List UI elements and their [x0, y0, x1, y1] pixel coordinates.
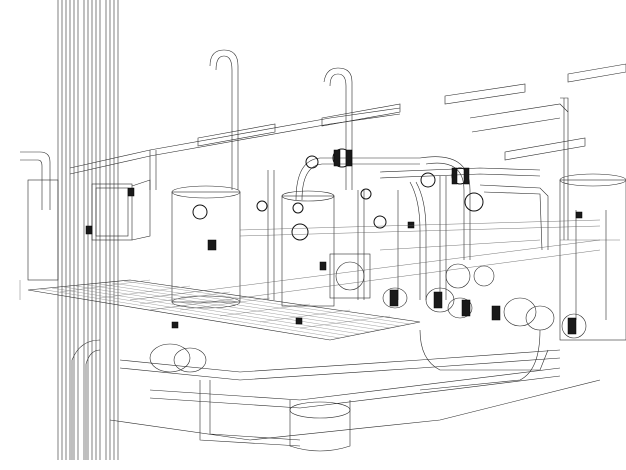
- valves: [85, 148, 583, 335]
- riser-pipes: [267, 156, 549, 300]
- grating-platform: [27, 279, 421, 341]
- right-tank: [559, 173, 626, 341]
- gooseneck-vent-left: [209, 49, 239, 190]
- lower-pipes: [71, 329, 601, 460]
- pump-assemblies: [149, 263, 587, 373]
- vertical-pipe-bundle: [57, 0, 119, 460]
- support-frame: [19, 219, 620, 311]
- central-tank-middle: [281, 190, 371, 307]
- left-elbow-pipe: [20, 151, 51, 210]
- left-equipment: [27, 179, 151, 281]
- overhead-pipes: [69, 63, 626, 240]
- gooseneck-vent-right: [323, 67, 353, 190]
- central-tank-left: [171, 185, 241, 309]
